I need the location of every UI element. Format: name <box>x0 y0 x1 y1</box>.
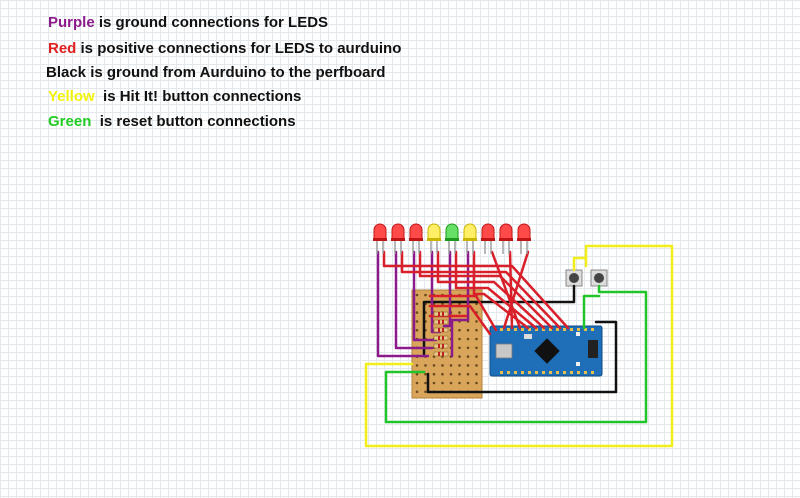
black-wire <box>422 284 576 356</box>
usb-port <box>495 343 513 359</box>
resistor <box>433 335 449 341</box>
legend-red: Red is positive connections for LEDS to … <box>48 40 401 57</box>
red-wire <box>508 250 514 330</box>
red-wire <box>502 250 530 330</box>
red-wire <box>428 304 492 336</box>
crystal <box>524 334 532 339</box>
arduino-nano <box>489 325 603 377</box>
purple-wire <box>376 250 430 358</box>
legend-text: Black is ground from Aurduino to the per… <box>46 64 386 81</box>
legend-text: is positive connections for LEDS to aurd… <box>76 40 402 57</box>
green-wire <box>384 284 648 424</box>
nano-pins <box>500 328 594 374</box>
purple-wire <box>412 250 438 342</box>
hit-it-button <box>565 269 583 287</box>
legend-keyword: Green <box>48 113 92 130</box>
reset-button <box>590 269 608 287</box>
purple-wire <box>450 250 470 358</box>
resistor-bank <box>433 311 449 357</box>
yellow-wire <box>572 256 588 272</box>
led <box>409 223 423 254</box>
led <box>391 223 405 254</box>
microcontroller-chip <box>534 338 560 364</box>
led-row <box>373 223 531 254</box>
resistor <box>433 343 449 349</box>
resistor <box>433 351 449 357</box>
red-wire <box>418 250 554 330</box>
legend-keyword: Yellow <box>48 88 95 105</box>
legend-text: is reset button connections <box>91 113 296 130</box>
purple-wire <box>394 250 434 350</box>
legend-keyword: Red <box>48 40 77 57</box>
resistor <box>433 319 449 325</box>
legend-yellow: Yellow is Hit It! button connections <box>48 88 301 105</box>
led <box>445 223 459 254</box>
resistor <box>433 327 449 333</box>
red-wire <box>382 250 570 330</box>
legend-text: is ground connections for LEDS <box>94 14 329 31</box>
led <box>517 223 531 254</box>
resistor <box>433 311 449 317</box>
led <box>373 223 387 254</box>
legend-keyword: Purple <box>48 14 95 31</box>
legend-text: is Hit It! button connections <box>94 88 302 105</box>
red-wire <box>400 250 562 330</box>
legend-purple: Purple is ground connections for LEDS <box>48 14 328 31</box>
legend-black: Black is ground from Aurduino to the per… <box>46 64 385 81</box>
red-wire <box>490 250 522 330</box>
green-wire <box>582 294 601 330</box>
red-wire <box>436 250 546 330</box>
black-wire <box>426 320 618 394</box>
legend-green: Green is reset button connections <box>48 113 296 130</box>
yellow-wire <box>364 244 674 448</box>
led <box>499 223 513 254</box>
red-wire <box>428 294 498 332</box>
led <box>427 223 441 254</box>
led <box>463 223 477 254</box>
red-wire <box>472 250 530 330</box>
icsp-header <box>588 340 598 358</box>
led <box>481 223 495 254</box>
